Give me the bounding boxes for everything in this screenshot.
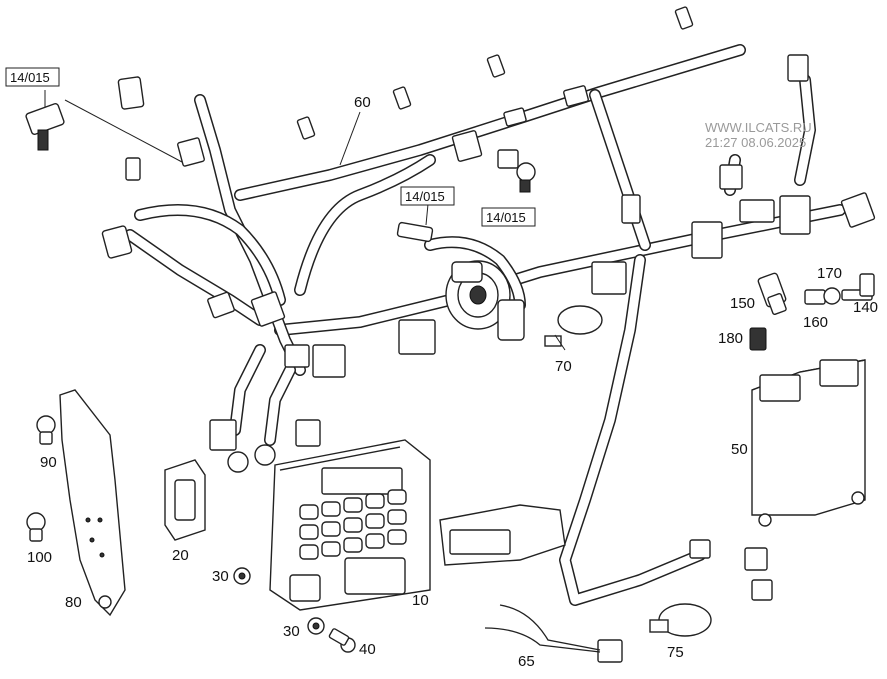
part-label-60: 60 xyxy=(354,94,371,111)
part-label-150: 150 xyxy=(730,295,755,312)
reference-label-right: 14/015 xyxy=(486,210,526,225)
part-label-40: 40 xyxy=(359,641,376,658)
left-sensor xyxy=(25,90,183,163)
reference-box-right: 14/015 xyxy=(481,207,536,227)
transmission-control-module xyxy=(227,439,431,611)
part-label-90: 90 xyxy=(40,454,57,471)
center-sensor xyxy=(396,203,434,243)
part-label-160: 160 xyxy=(803,314,828,331)
part-label-70: 70 xyxy=(555,358,572,375)
watermark-datetime: 21:27 08.06.2025 xyxy=(705,135,806,150)
part-label-140: 140 xyxy=(853,299,878,316)
part-label-30-lower: 30 xyxy=(283,623,300,640)
fasteners xyxy=(26,415,356,653)
cable-65 xyxy=(439,504,601,653)
control-unit-50 xyxy=(751,359,866,527)
small-parts-right xyxy=(749,272,875,351)
reference-box-left: 14/015 xyxy=(5,67,60,87)
bracket-80 xyxy=(59,389,126,617)
part-label-180: 180 xyxy=(718,330,743,347)
part-label-80: 80 xyxy=(65,594,82,611)
reference-box-center: 14/015 xyxy=(400,186,455,206)
leader-lines xyxy=(339,111,566,351)
part-label-65: 65 xyxy=(518,653,535,670)
part-label-75: 75 xyxy=(667,644,684,661)
watermark-site: WWW.ILCATS.RU xyxy=(705,120,812,135)
right-sensor xyxy=(497,149,536,193)
harness-connectors xyxy=(101,6,876,663)
part-label-30-upper: 30 xyxy=(212,568,229,585)
reference-label-left: 14/015 xyxy=(10,70,50,85)
cable-ties xyxy=(544,305,712,637)
part-label-50: 50 xyxy=(731,441,748,458)
part-label-20: 20 xyxy=(172,547,189,564)
seal-plate-20 xyxy=(164,459,206,541)
part-label-100: 100 xyxy=(27,549,52,566)
pump-assembly xyxy=(445,260,525,341)
module-grid xyxy=(299,489,407,560)
reference-label-center: 14/015 xyxy=(405,189,445,204)
part-label-170: 170 xyxy=(817,265,842,282)
part-label-10: 10 xyxy=(412,592,429,609)
